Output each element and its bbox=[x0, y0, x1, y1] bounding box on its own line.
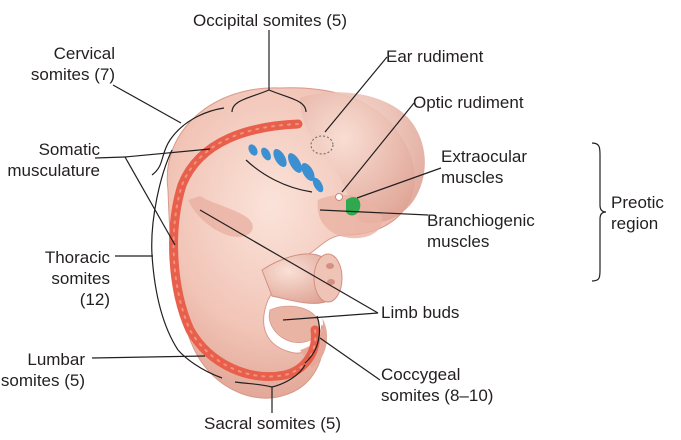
label-sacral-somites: Sacral somites (5) bbox=[190, 413, 355, 434]
label-optic-rudiment: Optic rudiment bbox=[413, 92, 524, 113]
label-branchiogenic-muscles: Branchiogenic muscles bbox=[427, 210, 535, 252]
label-limb-buds: Limb buds bbox=[381, 302, 459, 323]
label-somatic-musculature: Somatic musculature bbox=[0, 139, 100, 181]
label-cervical-somites: Cervical somites (7) bbox=[10, 43, 115, 85]
label-preotic-region: Preotic region bbox=[611, 192, 664, 234]
label-coccygeal-somites: Coccygeal somites (8–10) bbox=[381, 364, 493, 406]
label-extraocular-muscles: Extraocular muscles bbox=[441, 146, 527, 188]
optic-rudiment bbox=[336, 194, 343, 201]
label-thoracic-somites: Thoracic somites (12) bbox=[0, 247, 110, 310]
label-occipital-somites: Occipital somites (5) bbox=[178, 10, 362, 31]
label-ear-rudiment: Ear rudiment bbox=[386, 46, 483, 67]
label-lumbar-somites: Lumbar somites (5) bbox=[0, 349, 85, 391]
